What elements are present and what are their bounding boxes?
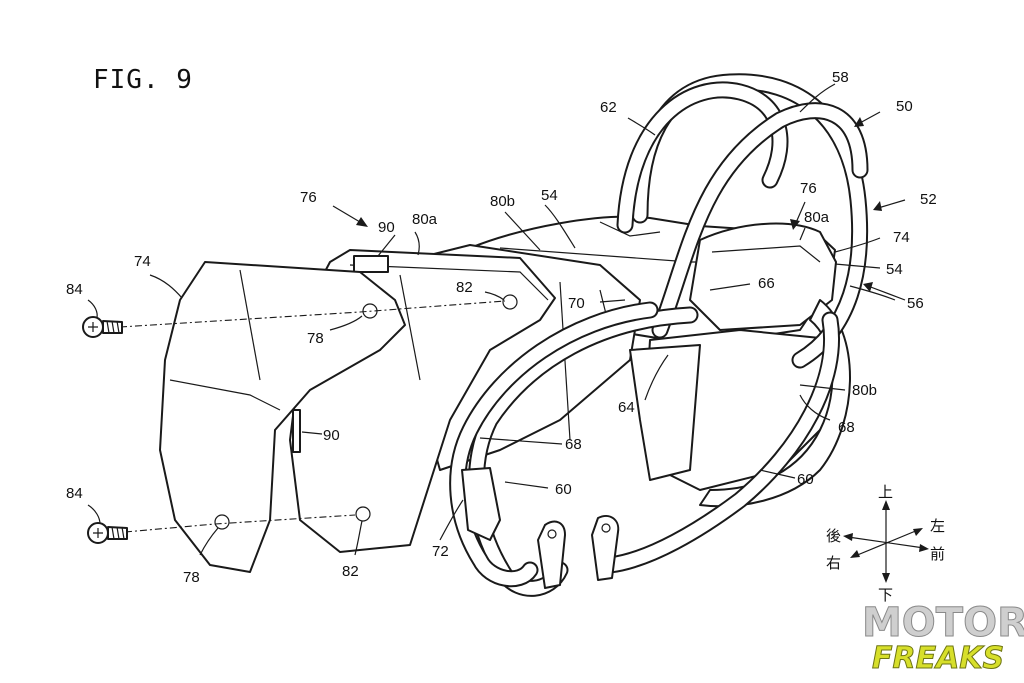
label-80a-right: 80a [804,209,830,226]
label-74-right: 74 [893,229,910,246]
leader-lines [87,83,896,556]
label-80b-lower: 80b [852,382,877,399]
label-52: 52 [920,191,937,208]
label-82-lower: 82 [342,563,359,580]
label-64: 64 [618,399,635,416]
dir-left: 左 [930,517,945,535]
label-90-upper: 90 [378,219,395,236]
label-72: 72 [432,543,449,560]
label-76-left: 76 [300,189,317,206]
dir-right: 右 [826,554,841,572]
pointer-arrows [332,111,906,301]
label-78-upper: 78 [307,330,324,347]
label-58: 58 [832,69,849,86]
label-80b-upper: 80b [490,193,515,210]
label-76-right: 76 [800,180,817,197]
reference-labels: 84 84 74 76 90 80a 80b 54 82 78 70 90 78… [66,69,937,586]
screws [82,300,506,544]
watermark-line2: FREAKS [872,641,1004,676]
label-90-lower: 90 [323,427,340,444]
dir-down: 下 [878,586,893,604]
label-70: 70 [568,295,585,312]
label-54-upper: 54 [541,187,558,204]
label-60-right: 60 [797,471,814,488]
dir-up: 上 [878,483,893,501]
label-50: 50 [896,98,913,115]
figure-title: FIG. 9 [93,65,193,95]
label-84-upper: 84 [66,281,83,298]
label-80a-left: 80a [412,211,438,228]
label-68-right: 68 [838,419,855,436]
label-74-left: 74 [134,253,151,270]
label-68-left: 68 [565,436,582,453]
label-66: 66 [758,275,775,292]
label-56: 56 [907,295,924,312]
label-62: 62 [600,99,617,116]
pipe-frame [449,73,869,597]
label-84-lower: 84 [66,485,83,502]
label-82-upper: 82 [456,279,473,296]
watermark-line1: MOTOR [862,600,1024,646]
label-54-right: 54 [886,261,903,278]
label-78-lower: 78 [183,569,200,586]
watermark-logo: MOTOR FREAKS [862,600,1024,677]
dir-rear: 後 [826,527,841,545]
direction-compass: 上 下 後 右 左 前 [826,483,945,604]
label-60-left: 60 [555,481,572,498]
dir-front: 前 [930,545,945,563]
